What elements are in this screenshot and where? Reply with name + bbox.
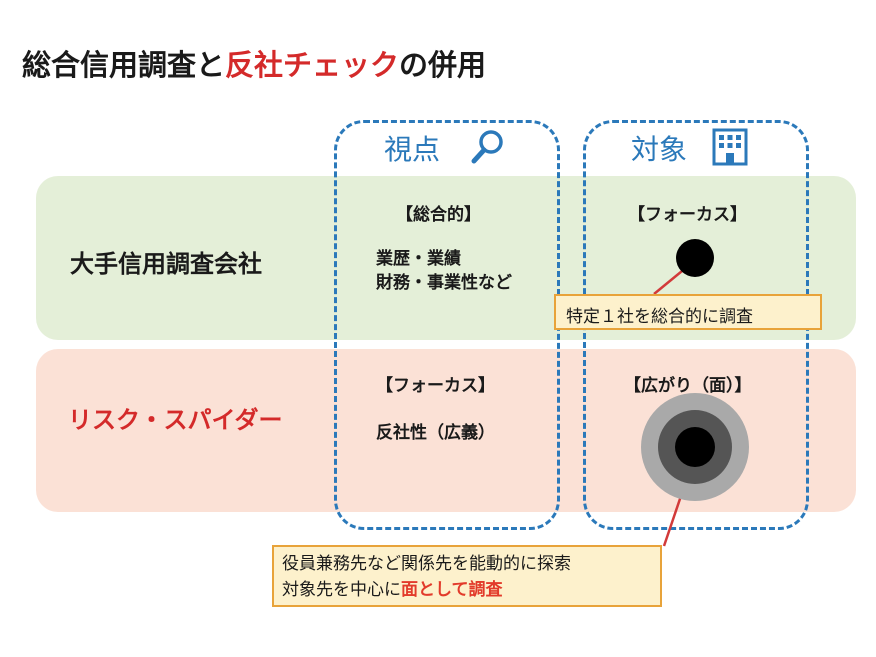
target-column-heading: 対象 xyxy=(631,128,687,168)
title-part3: の併用 xyxy=(399,48,487,82)
view-column-heading: 視点 xyxy=(384,128,440,168)
view-heading-label: 視点 xyxy=(384,133,441,166)
top-view-line2: 財務・事業性など xyxy=(376,273,512,293)
spread-core xyxy=(675,427,715,467)
bottom-view-line1: 反社性（広義） xyxy=(376,423,495,443)
top-view-heading: 【総合的】 xyxy=(396,205,481,225)
bottom-view-heading: 【フォーカス】 xyxy=(376,376,495,396)
bottom-callout-line1: 役員兼務先など関係先を能動的に探索 xyxy=(282,554,571,574)
page-title: 総合信用調査と反社チェックの併用 xyxy=(22,42,486,84)
target-heading-label: 対象 xyxy=(631,133,688,166)
bottom-pointer-line xyxy=(662,489,685,547)
top-callout: 特定１社を総合的に調査 xyxy=(554,294,822,330)
building-icon xyxy=(712,128,748,166)
bottom-callout: 役員兼務先など関係先を能動的に探索 対象先を中心に面として調査 xyxy=(272,545,662,607)
row-label-risk-spider: リスク・スパイダー xyxy=(68,406,283,434)
bottom-callout-emphasis: 面として調査 xyxy=(401,580,503,600)
bottom-callout-line2: 対象先を中心に面として調査 xyxy=(282,577,660,603)
top-target-heading: 【フォーカス】 xyxy=(628,205,747,225)
focus-dot xyxy=(676,239,714,277)
bottom-callout-line2-start: 対象先を中心に xyxy=(282,580,401,600)
title-part1: 総合信用調査と xyxy=(22,48,226,82)
row-label-credit-agency: 大手信用調査会社 xyxy=(70,250,262,278)
bottom-target-heading: 【広がり（面）】 xyxy=(624,376,752,396)
magnifier-icon xyxy=(471,130,503,164)
top-callout-text: 特定１社を総合的に調査 xyxy=(566,307,753,327)
title-highlight: 反社チェック xyxy=(225,48,400,82)
top-view-line1: 業歴・業績 xyxy=(376,249,461,269)
